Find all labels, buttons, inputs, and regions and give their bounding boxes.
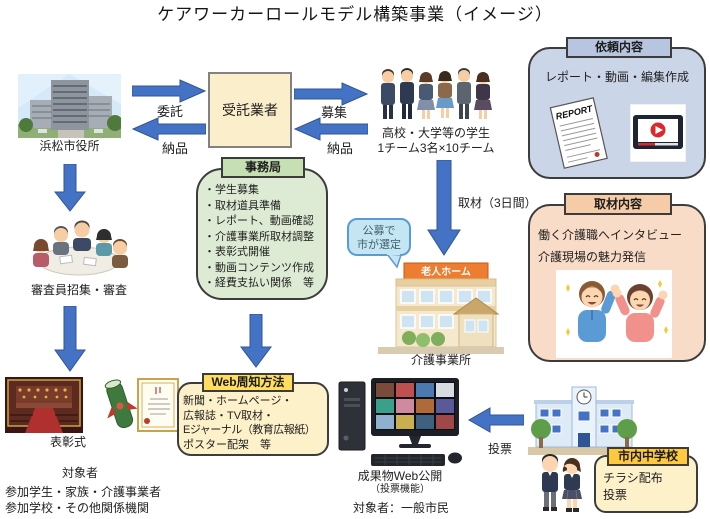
junior-high-box-title: 市内中学校 [607,447,689,466]
judges-label: 審査員招集・審査 [30,283,127,297]
secretariat-item-list: ・学生募集 ・取材道具準備 ・レポート、動画確認 ・介護事業所取材調整 ・表彰式… [204,183,326,292]
secretariat-box [196,168,328,300]
footer-line2: 参加学校・その他関係機関 [5,501,150,515]
care-office-label: 介護事業所 [410,353,471,367]
arrow-delivery-right-label: 納品 [326,141,353,156]
request-box-body: レポート・動画・編集作成 [544,70,689,84]
arrow-delivery-left [132,117,206,141]
selection-bubble-line2: 市が選定 [357,239,401,251]
secretariat-item: ・介護事業所取材調整 [204,230,314,243]
web-publish-sublabel: （投票機能） [370,484,430,495]
web-method-lines: 新聞・ホームページ・ 広報誌・TV取材・ Eジャーナル（教育広報紙） ポスター配… [183,394,327,452]
arrow-interview-label: 取材（3日間） [458,196,537,210]
web-publish-label: 成果物Web公開 [357,469,443,483]
care-office-illustration: 老人ホーム [378,262,504,354]
web-method-line: ポスター配架 等 [183,438,271,451]
arrow-delivery-right [294,117,368,141]
secretariat-item: ・表彰式開催 [204,246,270,258]
request-box-title: 依頼内容 [566,37,672,58]
arrow-judges-to-award [54,306,86,372]
web-method-line: Eジャーナル（教育広報紙） [183,424,316,436]
secretariat-item: ・動画コンテンツ作成 [204,261,314,274]
web-method-line: 新聞・ホームページ・ [183,395,293,407]
computer-illustration [337,376,463,468]
footer-heading: 対象者 [61,466,98,480]
diploma-illustration [100,374,180,438]
video-player-icon [629,103,687,163]
arrow-recruit [294,82,368,106]
junior-high-line2: 投票 [603,488,628,502]
web-method-line: 広報誌・TV取材・ [183,409,275,422]
care-office-sign-text: 老人ホーム [420,265,471,278]
care-workers-illustration [556,270,672,358]
web-publish-target: 対象者：一般市民 [352,501,449,515]
arrow-vote-label: 投票 [487,442,512,456]
contractor-box: 受託業者 [208,72,292,148]
report-icon: REPORT [548,96,610,172]
students-illustration [376,66,492,124]
pupils-illustration [535,452,587,514]
secretariat-item: ・取材道具準備 [204,199,281,212]
junior-high-line1: チラシ配布 [603,471,663,485]
coverage-box-title: 取材内容 [564,193,672,215]
arrow-delivery-left-label: 納品 [161,141,188,156]
selection-bubble-line1: 公募で [362,225,396,237]
arrow-interview [427,160,461,256]
city-hall-label: 浜松市役所 [39,139,100,153]
coverage-line1: 働く介護職へインタビュー [538,228,683,242]
arrow-secretariat-to-webmethod [240,314,272,368]
judges-meeting-illustration [26,214,132,280]
page-title: ケアワーカーロールモデル構築事業（イメージ） [157,5,553,24]
school-illustration [528,385,640,455]
web-method-box-title: Web周知方法 [202,373,294,392]
students-label-1: 高校・大学等の学生 [381,126,490,140]
coverage-line2: 介護現場の魅力発信 [538,250,647,264]
selection-bubble-tail [386,254,403,269]
secretariat-item: ・経費支払い関係 等 [204,277,314,289]
secretariat-box-title: 事務局 [221,157,305,178]
city-hall-photo [18,74,123,138]
arrow-cityhall-to-judges [54,164,86,212]
secretariat-item: ・学生募集 [204,184,259,196]
students-label-2: 1チーム3名×10チーム [377,141,495,155]
selection-bubble: 公募で 市が選定 [347,218,411,256]
secretariat-item: ・レポート、動画確認 [204,215,314,227]
award-ceremony-photo [5,377,83,433]
arrow-recruit-label: 募集 [320,105,347,120]
arrow-vote [468,407,524,433]
footer-line1: 参加学生・家族・介護事業者 [5,485,162,499]
arrow-commission-label: 委託 [156,104,183,119]
award-ceremony-label: 表彰式 [49,435,86,449]
arrow-commission [132,79,206,103]
